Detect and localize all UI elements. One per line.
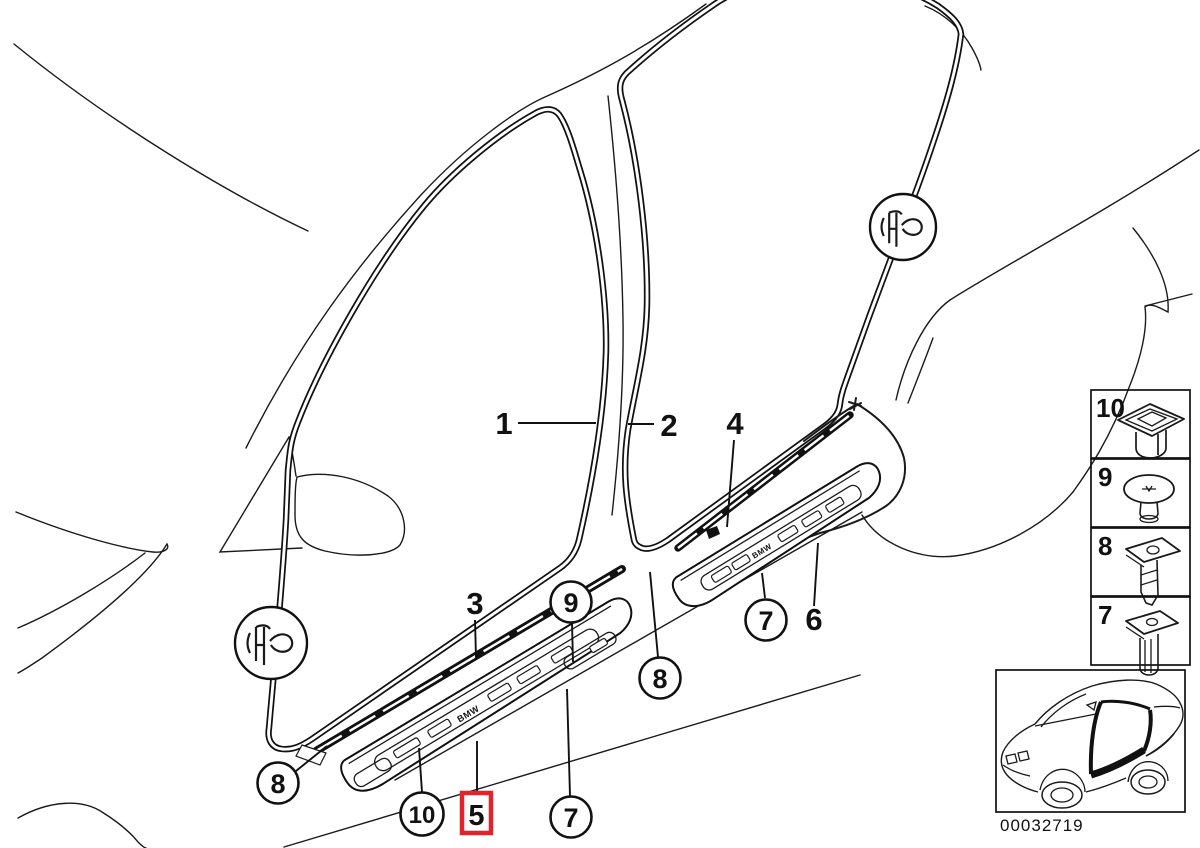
callout-2[interactable]: 2 bbox=[660, 408, 677, 443]
rear-sill-cover-part6 bbox=[785, 402, 906, 546]
mirror-sketch bbox=[294, 473, 406, 556]
front-fender-line-c bbox=[17, 552, 146, 629]
svg-text:8: 8 bbox=[652, 664, 667, 694]
cover-clip-mark bbox=[848, 397, 862, 411]
callout-8-left[interactable]: 8 bbox=[256, 761, 300, 805]
mirror-icon bbox=[1085, 701, 1097, 712]
highlight-box bbox=[459, 790, 494, 836]
b-pillar-line bbox=[607, 95, 624, 516]
diagram-part-code: 00032719 bbox=[1000, 816, 1084, 835]
svg-text:8: 8 bbox=[1098, 531, 1112, 561]
trunk-line bbox=[1144, 293, 1193, 307]
front-wheel bbox=[1041, 781, 1083, 809]
quarter-panel-line bbox=[907, 337, 934, 404]
mirror-triangle bbox=[218, 436, 303, 553]
front-sill-cover-part5[interactable]: BMW bbox=[337, 593, 644, 799]
leader-lines bbox=[295, 422, 819, 797]
callout-1[interactable]: 1 bbox=[495, 406, 512, 441]
rear-fender-line bbox=[1072, 227, 1169, 493]
rear-wheel-arch bbox=[861, 491, 1074, 558]
svg-text:7: 7 bbox=[1098, 600, 1112, 630]
strip3-end-cap bbox=[295, 744, 327, 766]
roof-drip-line bbox=[245, 3, 707, 449]
svg-text:9: 9 bbox=[1098, 462, 1112, 492]
front-fender-line-a bbox=[15, 511, 169, 553]
svg-text:9: 9 bbox=[563, 588, 578, 618]
kidney-grille-icon bbox=[1005, 750, 1030, 765]
car-location-sketch bbox=[1000, 679, 1184, 809]
svg-text:7: 7 bbox=[758, 606, 773, 636]
svg-text:8: 8 bbox=[270, 769, 285, 799]
callout-7-rear[interactable]: 7 bbox=[744, 598, 788, 642]
seal-clip-detail-rear bbox=[868, 192, 938, 262]
rear-sill-trim-face: BMW bbox=[671, 462, 882, 608]
expansion-clip-icon bbox=[1125, 537, 1181, 606]
push-rivet-icon bbox=[1123, 474, 1175, 524]
grommet-nut-icon bbox=[1117, 403, 1185, 459]
clip-glyph-icon bbox=[246, 624, 294, 665]
front-door-edge-protection-seal bbox=[265, 106, 610, 753]
front-wheel-arch bbox=[17, 802, 147, 848]
clip-glyph-icon bbox=[880, 210, 923, 247]
callout-7-front[interactable]: 7 bbox=[549, 795, 593, 839]
legend-row-grommet[interactable]: 10 bbox=[1090, 389, 1191, 459]
callouts: 1 2 3 4 6 9 7 8 8 10 7 5 bbox=[256, 406, 823, 839]
callout-10[interactable]: 10 bbox=[399, 791, 445, 837]
svg-text:10: 10 bbox=[409, 802, 436, 829]
rear-wheel bbox=[1130, 769, 1166, 795]
c-pillar-sweep-line bbox=[895, 149, 1200, 401]
legend-row-rivet[interactable]: 9 bbox=[1090, 458, 1191, 528]
svg-text:7: 7 bbox=[563, 803, 578, 833]
legend-row-clip-long[interactable]: 7 bbox=[1090, 596, 1191, 676]
car-body-sketch bbox=[13, 3, 1200, 848]
hood-line bbox=[13, 43, 309, 232]
rocker-top-line bbox=[394, 511, 863, 781]
callout-3[interactable]: 3 bbox=[466, 586, 483, 621]
callout-8-right[interactable]: 8 bbox=[638, 656, 682, 700]
location-inset: 00032719 bbox=[995, 669, 1186, 835]
fastener-legend: 10 9 8 bbox=[1090, 389, 1191, 676]
seal-clip-detail-front bbox=[233, 605, 309, 681]
rocker-bottom-line bbox=[283, 674, 861, 848]
legend-row-clip-short[interactable]: 8 bbox=[1090, 527, 1191, 606]
front-fender-line-b bbox=[17, 543, 168, 674]
callout-6[interactable]: 6 bbox=[805, 602, 822, 637]
svg-text:5: 5 bbox=[468, 800, 484, 832]
strip4-tab bbox=[706, 526, 720, 539]
ribbed-expansion-clip-icon bbox=[1125, 610, 1179, 676]
callout-9[interactable]: 9 bbox=[549, 580, 593, 624]
callout-5-highlighted[interactable]: 5 bbox=[459, 790, 494, 836]
rear-roof-accent-line bbox=[924, 5, 982, 71]
callout-4[interactable]: 4 bbox=[726, 406, 744, 441]
door-aperture-highlight bbox=[1088, 699, 1153, 779]
rear-door-edge-protection-seal bbox=[616, 0, 965, 552]
rear-inner-sill-strip-part4 bbox=[674, 411, 854, 552]
